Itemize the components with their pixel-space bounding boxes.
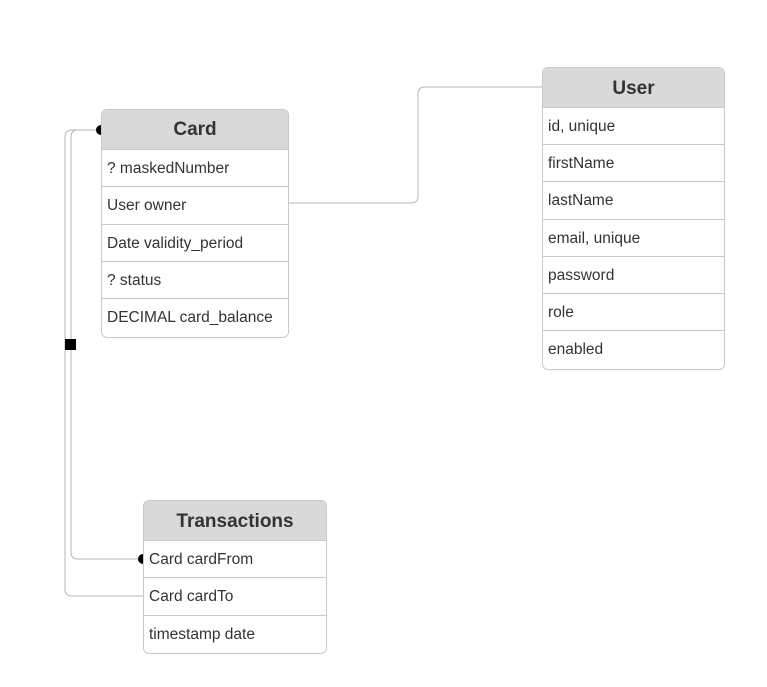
- entity-transactions-title: Transactions: [144, 501, 326, 541]
- entity-card-title: Card: [102, 110, 288, 150]
- field-first-name: firstName: [543, 145, 724, 183]
- field-enabled: enabled: [548, 341, 604, 359]
- field-masked-number: ? maskedNumber: [102, 150, 288, 188]
- field-card-balance: DECIMAL card_balance: [107, 309, 273, 327]
- connector-square-marker: [65, 339, 76, 350]
- field-last-name: lastName: [543, 182, 724, 220]
- connector-card-owner-to-user: [278, 86, 558, 204]
- entity-transactions[interactable]: Transactions Card cardFrom Card cardTo t…: [143, 500, 327, 654]
- field-card-from: Card cardFrom: [144, 541, 326, 579]
- field-card-to: Card cardTo: [144, 578, 326, 616]
- entity-user-title: User: [543, 68, 724, 108]
- entity-card[interactable]: Card ? maskedNumber User owner Date vali…: [101, 109, 289, 338]
- field-email: email, unique: [543, 220, 724, 257]
- field-status: ? status: [102, 262, 288, 300]
- field-id: id, unique: [543, 108, 724, 146]
- field-user-owner: User owner: [102, 187, 288, 225]
- field-validity-period: Date validity_period: [102, 225, 288, 262]
- entity-user[interactable]: User id, unique firstName lastName email…: [542, 67, 725, 370]
- field-timestamp-date: timestamp date: [149, 625, 255, 643]
- field-role: role: [543, 294, 724, 332]
- field-password: password: [543, 257, 724, 294]
- connector-card-to-cardto: [64, 129, 143, 597]
